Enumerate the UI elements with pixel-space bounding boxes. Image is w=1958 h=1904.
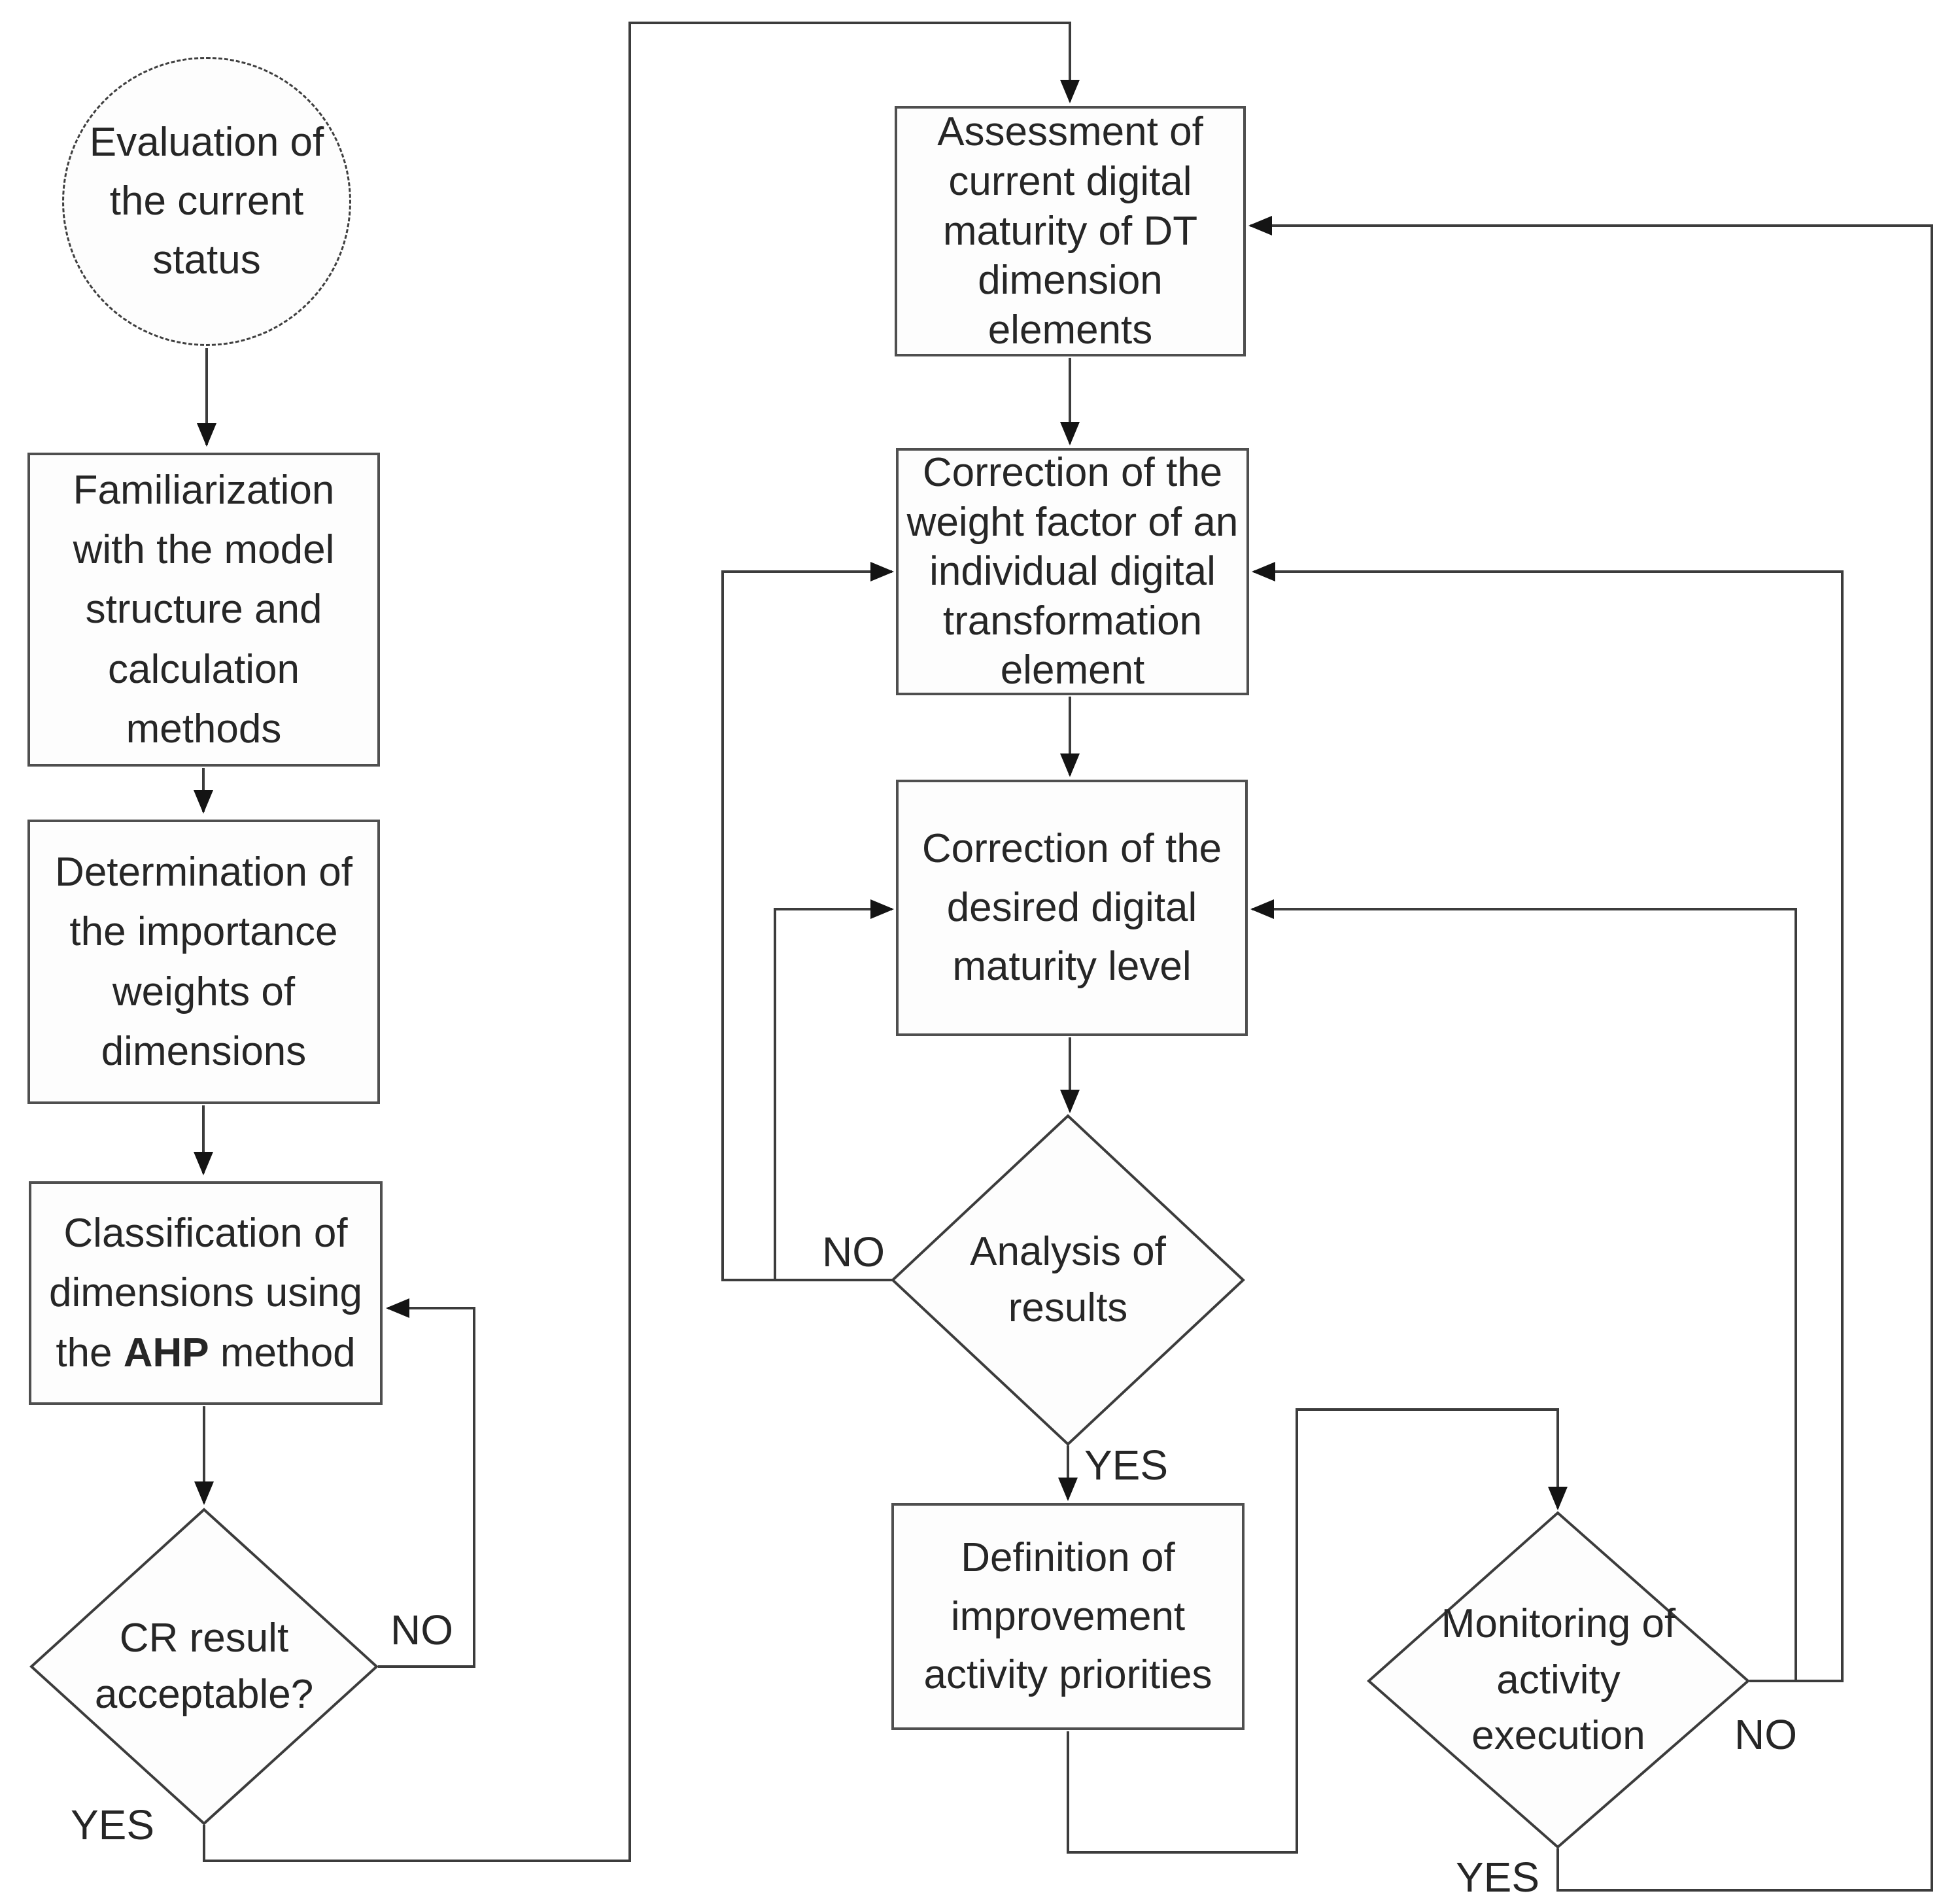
classification-label-ahp: AHP — [123, 1330, 209, 1376]
edge-analysis-no-maturity — [774, 899, 894, 1280]
node-evaluation-start: Evaluation of the current status — [62, 57, 351, 346]
node-classification-ahp: Classification of dimensions using the A… — [29, 1181, 383, 1405]
monitoring-no-label: NO — [1734, 1711, 1797, 1758]
cr-decision-diamond-shape — [29, 1508, 379, 1826]
node-determination: Determination of the importance weights … — [27, 820, 380, 1104]
analysis-decision-label: Analysis of results — [970, 1229, 1166, 1330]
cr-yes-label: YES — [70, 1801, 155, 1848]
edge-cr-no-loop — [378, 1298, 475, 1668]
classification-label: Classification of dimensions using the A… — [49, 1203, 362, 1382]
edge-monitoring-no-maturity — [1250, 899, 1797, 1681]
analysis-no-label: NO — [822, 1228, 885, 1275]
node-weight-correction: Correction of the weight factor of an in… — [896, 448, 1249, 695]
analysis-decision-diamond-shape — [891, 1114, 1245, 1446]
node-assessment: Assessment of current digital maturity o… — [895, 106, 1246, 356]
monitoring-decision-diamond-shape — [1366, 1511, 1751, 1849]
node-familiarization: Familiarization with the model structure… — [27, 453, 380, 767]
edge-analysis-no-weight — [721, 562, 894, 1281]
cr-no-label: NO — [390, 1606, 453, 1653]
monitoring-decision-label: Monitoring of activity execution — [1441, 1601, 1676, 1759]
classification-label-pre: Classification of dimensions using the — [48, 1211, 363, 1376]
analysis-yes-label: YES — [1084, 1442, 1169, 1489]
edge-definition-monitoring — [1067, 1408, 1568, 1854]
classification-label-post: method — [209, 1330, 356, 1376]
node-definition: Definition of improvement activity prior… — [891, 1503, 1245, 1730]
cr-decision-label: CR result acceptable? — [94, 1616, 314, 1717]
edge-cr-yes-to-assessment — [203, 22, 1080, 1862]
node-maturity-correction: Correction of the desired digital maturi… — [896, 780, 1248, 1036]
edge-monitoring-yes-assessment — [1248, 216, 1933, 1892]
monitoring-yes-label: YES — [1455, 1854, 1540, 1901]
